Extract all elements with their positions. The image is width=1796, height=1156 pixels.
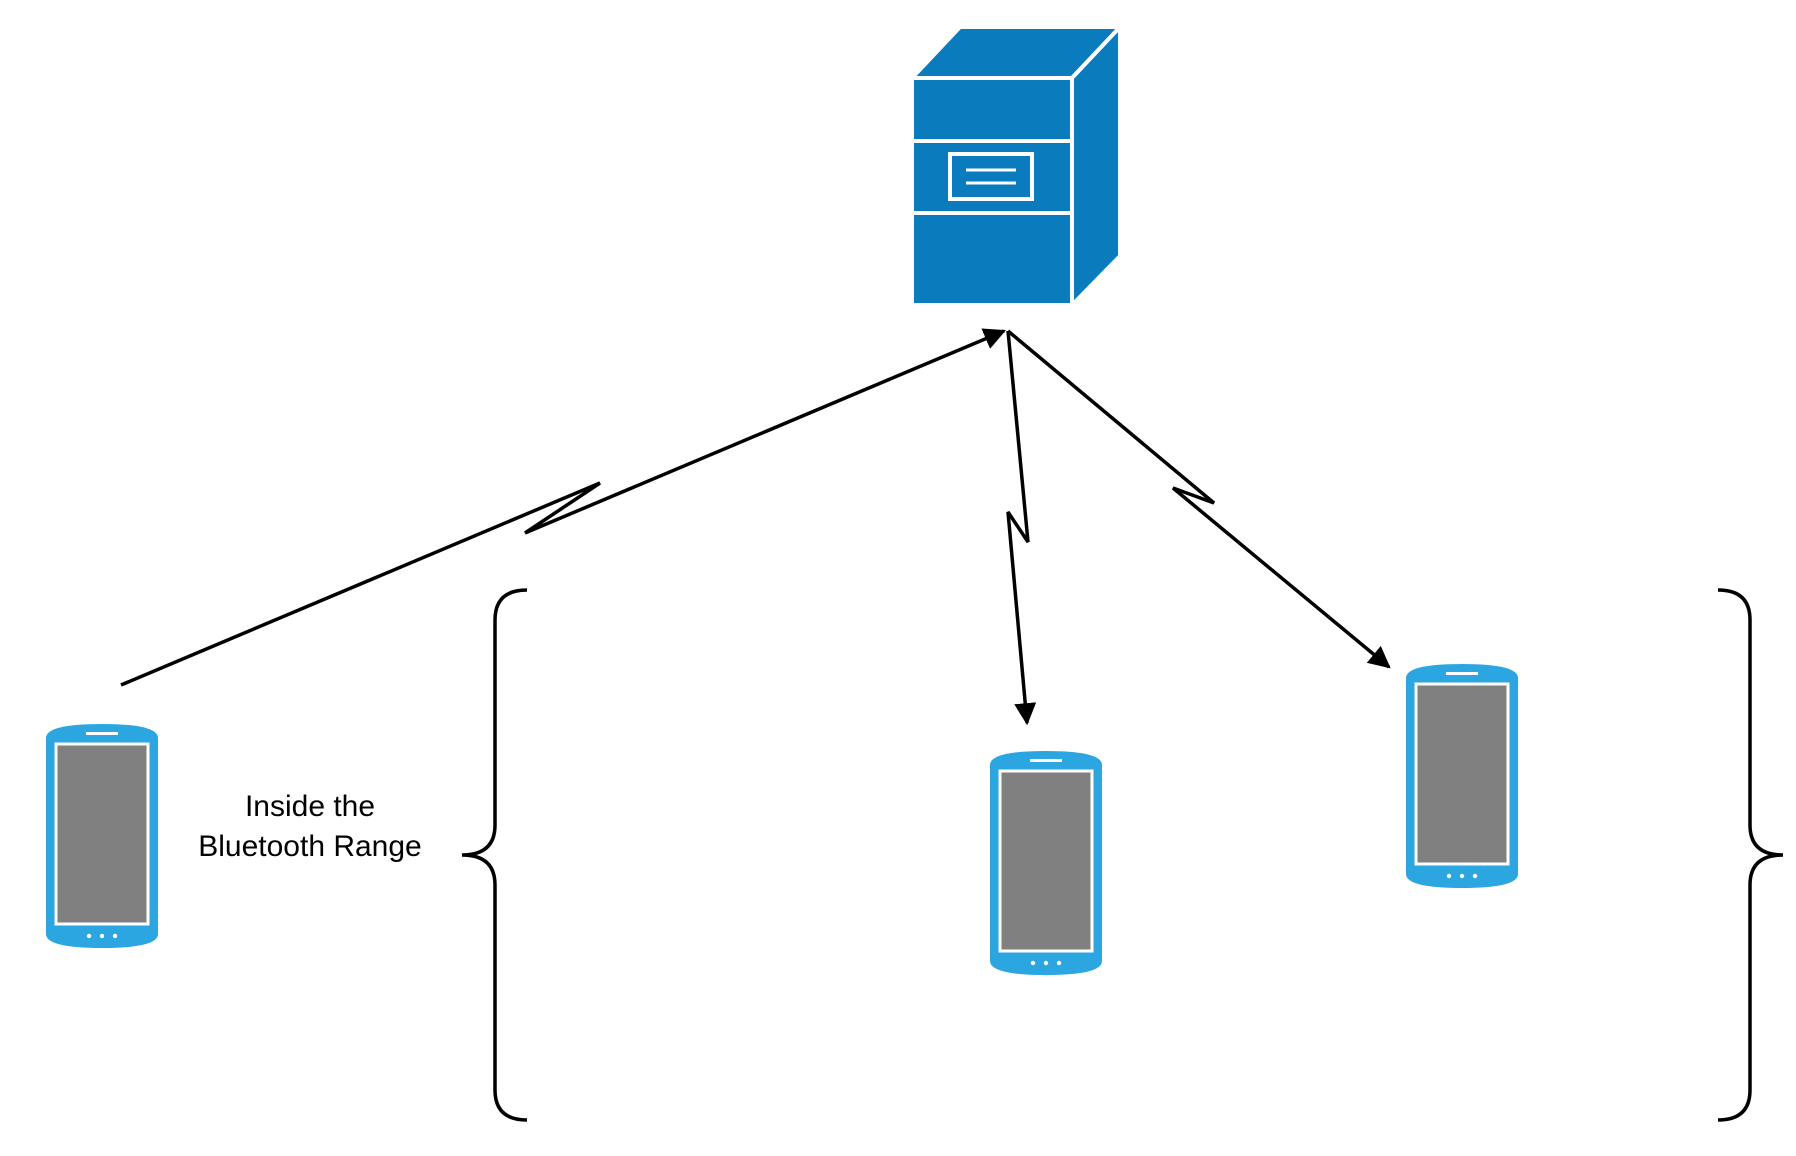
range-label: Inside the Bluetooth Range (160, 787, 460, 867)
smartphone-icon-outside (44, 722, 160, 950)
connector-outside-to-server (120, 328, 1007, 687)
connector-server-to-phone-2 (1006, 329, 1391, 669)
range-label-line-1: Inside the (244, 790, 376, 823)
range-label-line-2: Bluetooth Range (198, 830, 422, 863)
smartphone-icon-inside-1 (988, 749, 1104, 977)
smartphone-icon-inside-2 (1404, 662, 1520, 890)
server-icon (910, 25, 1122, 307)
right-curly-bracket (1717, 588, 1784, 1122)
left-curly-bracket (461, 588, 528, 1122)
connector-server-to-phone-1 (1006, 330, 1037, 726)
